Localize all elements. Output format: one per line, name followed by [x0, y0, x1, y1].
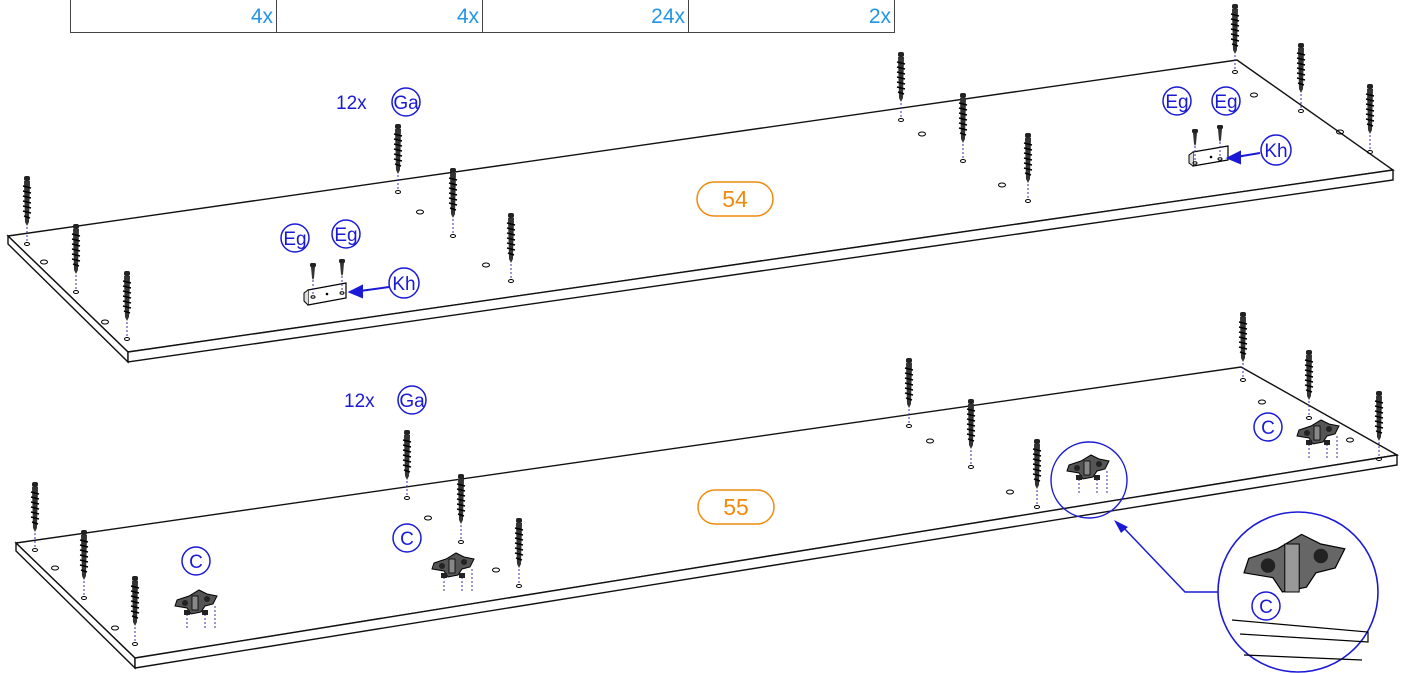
quantity-cell: 24x	[483, 0, 689, 32]
c-label: C	[1261, 418, 1275, 439]
screw-count-label: 12x	[336, 93, 367, 114]
panel-number: 54	[722, 186, 748, 212]
screw-count-label: 12x	[344, 391, 375, 412]
eg-label: Eg	[334, 225, 357, 246]
eg-label: Eg	[1165, 92, 1188, 113]
eg-label: Eg	[1214, 92, 1237, 113]
kh-label: Kh	[1264, 141, 1287, 162]
eg-label: Eg	[283, 229, 306, 250]
c-label: C	[400, 529, 414, 550]
bracket-kh-right	[1188, 124, 1229, 167]
part-number-54: 54	[696, 181, 774, 217]
label-group-55: 12x Ga C C C	[181, 385, 1283, 576]
quantity-cell: 4x	[71, 0, 277, 32]
panel-number: 55	[723, 494, 749, 520]
arrows-54	[347, 150, 1261, 299]
quantity-table: 4x 4x 24x 2x	[70, 0, 895, 33]
bracket-kh-left	[303, 258, 347, 306]
screw-code-label: Ga	[393, 93, 419, 114]
quantity-cell: 2x	[689, 0, 895, 32]
screw-code-label: Ga	[399, 391, 425, 412]
quantity-cell: 4x	[277, 0, 483, 32]
c-label: C	[189, 552, 203, 573]
part-number-55: 55	[697, 489, 775, 525]
detail-callout: C	[1050, 441, 1379, 673]
kh-label: Kh	[392, 274, 415, 295]
label-group-54: 12x Ga Eg Eg Kh Eg Eg Kh	[280, 86, 1292, 299]
c-label: C	[1259, 597, 1273, 618]
